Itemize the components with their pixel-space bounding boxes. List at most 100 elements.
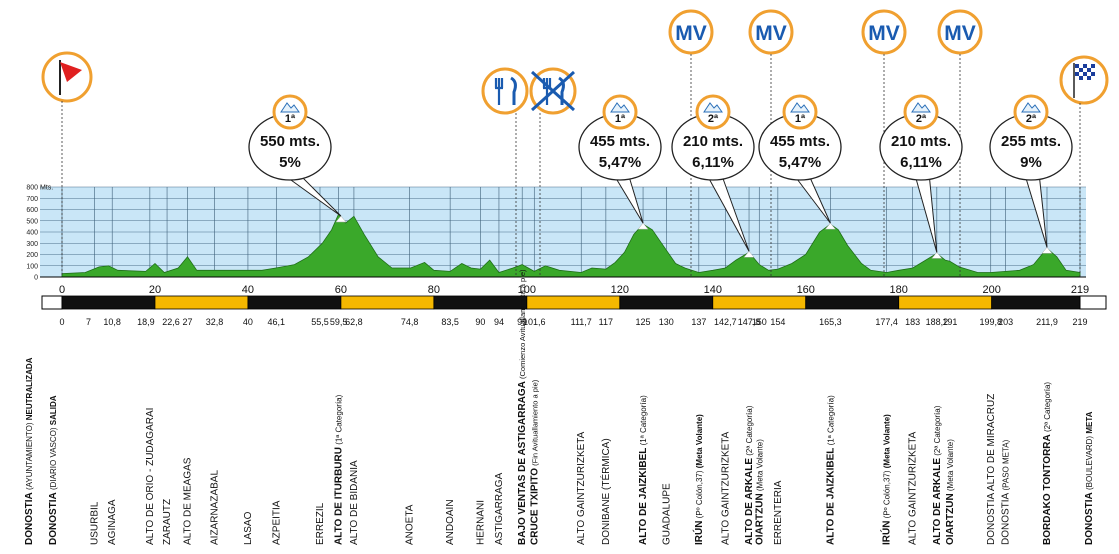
km-label: 191 xyxy=(942,317,957,327)
sprint-label: MV xyxy=(675,22,707,45)
place-label: ALTO DE BIDANIA xyxy=(349,460,360,545)
y-tick-label: 600 xyxy=(26,207,38,214)
peak-snowcap xyxy=(637,222,649,230)
peak-snowcap xyxy=(743,250,755,258)
climb-category: 2ª xyxy=(916,113,927,125)
y-tick-label: 400 xyxy=(26,230,38,237)
place-name: BORDAKO TONTORRA (2ª Categoría) xyxy=(1042,382,1053,545)
km-label: 90 xyxy=(475,317,485,327)
place-label: ASTIGARRAGA xyxy=(494,472,505,545)
place-sub: (DIARIO VASCO) xyxy=(49,427,58,492)
finish-flag-square xyxy=(1075,64,1079,68)
sprint-badge xyxy=(937,9,983,55)
km-label: 74,8 xyxy=(401,317,419,327)
peak-snowcap xyxy=(335,215,347,223)
place-sub2: META xyxy=(1085,411,1094,436)
place-label: GUADALUPE xyxy=(661,483,672,545)
y-tick-label: 200 xyxy=(26,252,38,259)
place-label: OIARTZUN (Meta Volante) xyxy=(754,439,765,545)
place-name: GUADALUPE xyxy=(661,483,672,545)
place-name: ANOETA xyxy=(405,504,416,545)
place-main: DONOSTIA ALTO DE MIRACRUZ xyxy=(986,394,997,545)
distance-axis-label: 219 xyxy=(1071,284,1089,296)
distance-bar-segment xyxy=(61,295,156,310)
finish-flag-square xyxy=(1083,72,1087,76)
km-label: 83,5 xyxy=(441,317,459,327)
climb-altitude: 210 mts. xyxy=(891,133,951,150)
place-label: ALTO DE ORIO - ZUDAGARAI xyxy=(145,408,156,545)
place-name: BAJO VENTAS DE ASTIGARRAGA (Comienzo Avi… xyxy=(517,269,528,545)
place-main: ANOETA xyxy=(405,504,416,545)
finish-flag-square xyxy=(1087,72,1091,76)
place-label: ALTO GAINTZURIZKETA xyxy=(720,431,731,545)
place-label: ERRENTERIA xyxy=(773,480,784,545)
place-sub: (1ª Categoría) xyxy=(826,395,835,448)
place-name: DONOSTIA (BOULEVARD) META xyxy=(1084,411,1095,545)
place-label: ALTO DE JAIZKIBEL (1ª Categoría) xyxy=(638,395,649,545)
place-main: DONOSTIA xyxy=(1001,492,1012,545)
km-label: 211,9 xyxy=(1036,317,1058,327)
place-main: AZPEITIA xyxy=(271,500,282,545)
km-label: 94 xyxy=(494,317,504,327)
place-label: DONIBANE (TÉRMICA) xyxy=(599,438,612,545)
place-main: LASAO xyxy=(243,511,254,545)
finish-flag-square xyxy=(1083,68,1087,72)
distance-axis-label: 180 xyxy=(890,284,908,296)
distance-bar-segment xyxy=(433,295,528,310)
km-label: 62,8 xyxy=(345,317,363,327)
peak-snowcap xyxy=(931,251,943,259)
y-tick-label: 0 xyxy=(34,275,38,282)
km-label: 137 xyxy=(691,317,706,327)
place-name: DONOSTIA (DIARIO VASCO) SALIDA xyxy=(48,395,59,545)
place-name: ALTO DE ORIO - ZUDAGARAI xyxy=(145,408,156,545)
place-main: ALTO GAINTZURIZKETA xyxy=(720,431,731,545)
place-label: BORDAKO TONTORRA (2ª Categoría) xyxy=(1042,382,1053,545)
km-label: 46,1 xyxy=(268,317,286,327)
climb-category: 1ª xyxy=(285,113,296,125)
place-sub2: (Meta Volante) xyxy=(883,414,892,471)
place-name: ALTO GAINTZURIZKETA xyxy=(720,431,731,545)
km-label: 203 xyxy=(998,317,1013,327)
climb-altitude: 550 mts. xyxy=(260,133,320,150)
km-label: 32,8 xyxy=(206,317,224,327)
place-name: DONIBANE (TÉRMICA) xyxy=(599,438,612,545)
km-label: 18,9 xyxy=(137,317,155,327)
distance-axis-label: 100 xyxy=(518,284,536,296)
y-tick-label: 700 xyxy=(26,196,38,203)
place-sub: (Pº Colón,37) xyxy=(695,470,704,520)
distance-bar-segment xyxy=(712,295,807,310)
place-label: ZARAUTZ xyxy=(162,499,173,545)
finish-flag-square xyxy=(1079,72,1083,76)
climb-category: 1ª xyxy=(615,113,626,125)
distance-bar-segment xyxy=(898,295,993,310)
distance-axis-label: 20 xyxy=(149,284,161,296)
mountain-icon xyxy=(911,102,931,113)
climb-grade: 6,11% xyxy=(692,154,734,171)
place-label: ALTO DE MEAGAS xyxy=(183,457,194,545)
place-sub: (2ª Categoría) xyxy=(1043,382,1052,435)
km-label: 125 xyxy=(636,317,651,327)
sprint-label: MV xyxy=(868,22,900,45)
place-label: ANOETA xyxy=(405,504,416,545)
climb-altitude: 255 mts. xyxy=(1001,133,1061,150)
km-label: 59,5 xyxy=(330,317,348,327)
finish-flag-square xyxy=(1087,76,1091,80)
place-label: ALTO GAINTZURIZKETA xyxy=(576,431,587,545)
climb-category: 2ª xyxy=(1026,113,1037,125)
place-label: IRÚN (Pº Colón,37) (Meta Volante) xyxy=(880,414,893,545)
place-name: ALTO DE BIDANIA xyxy=(349,460,360,545)
y-tick-label: 800 xyxy=(26,185,38,192)
km-label: 10,8 xyxy=(103,317,121,327)
distance-axis-label: 120 xyxy=(611,284,629,296)
place-name: ASTIGARRAGA xyxy=(494,472,505,545)
place-main: BORDAKO TONTORRA xyxy=(1042,434,1053,545)
place-sub: (Fin Avituallamiento a pie) xyxy=(530,379,539,468)
y-tick-label: 300 xyxy=(26,241,38,248)
place-name: ANDOAIN xyxy=(445,499,456,545)
place-name: ZARAUTZ xyxy=(162,499,173,545)
sprint-label: MV xyxy=(755,22,787,45)
distance-bar-segment xyxy=(340,295,435,310)
place-main: BAJO VENTAS DE ASTIGARRAGA xyxy=(517,381,528,545)
